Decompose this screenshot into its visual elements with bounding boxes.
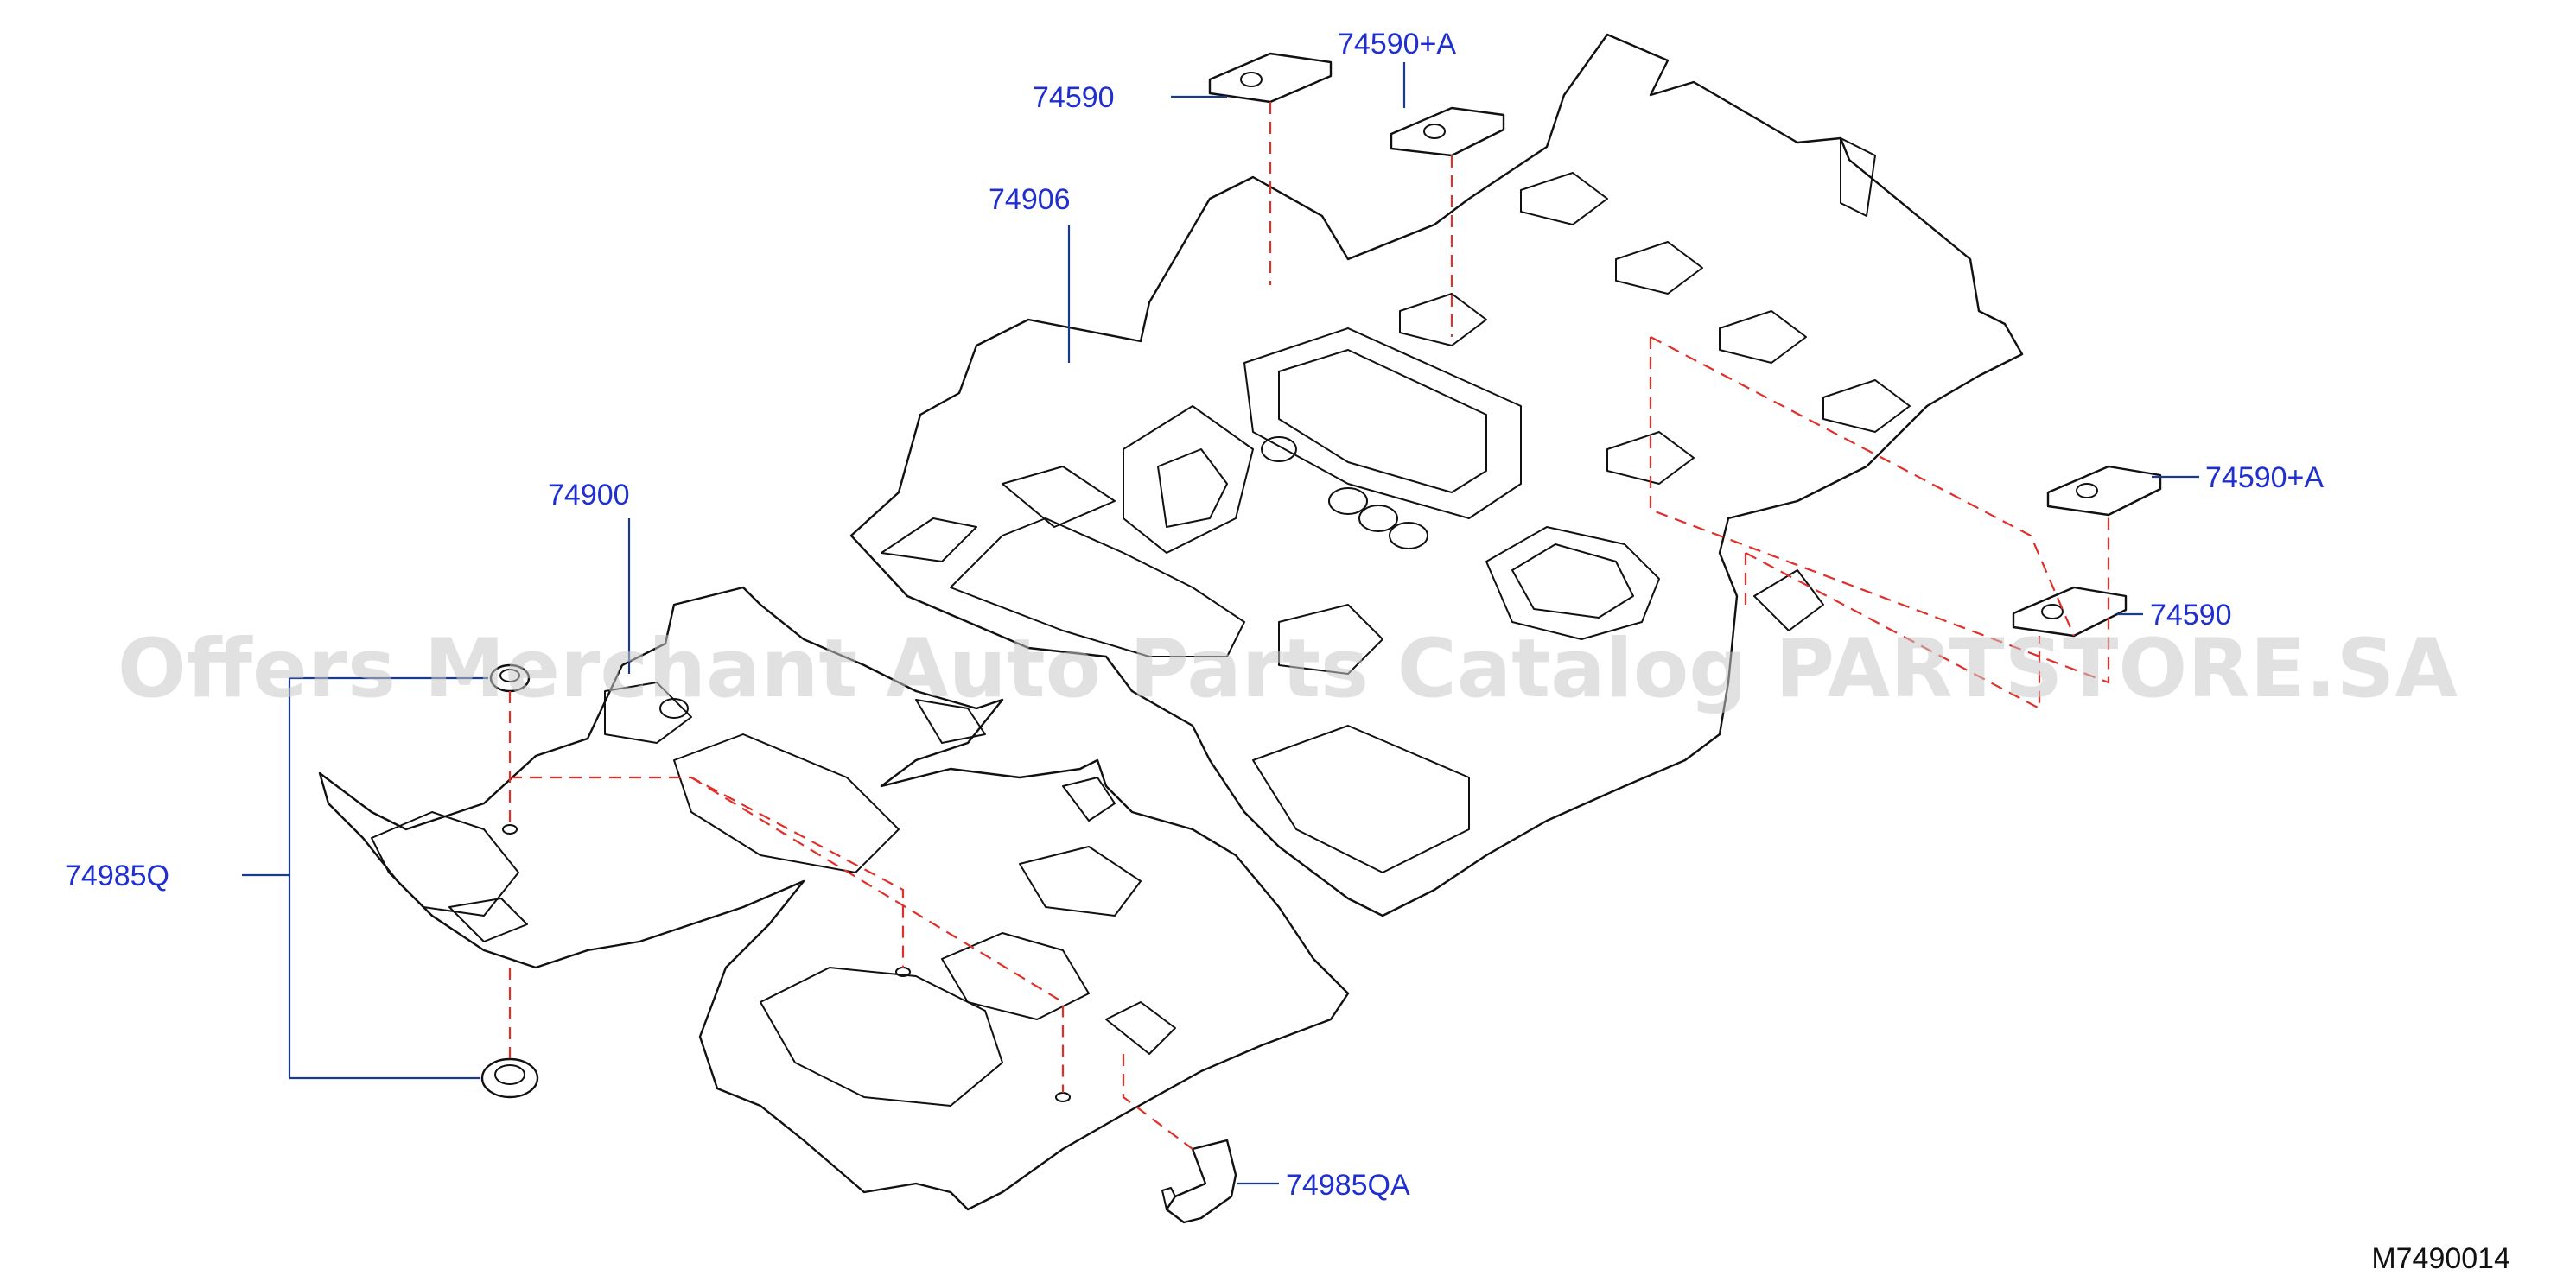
label-74985q[interactable]: 74985Q: [65, 860, 169, 892]
fastener-pad-74590-top[interactable]: [1208, 52, 1333, 104]
leader-lines: [242, 62, 2199, 1185]
label-74590-top[interactable]: 74590: [1033, 81, 1115, 114]
fastener-pad-74590a-top[interactable]: [1390, 106, 1505, 157]
label-74906[interactable]: 74906: [989, 183, 1071, 216]
fastener-pad-74590-right[interactable]: [2012, 586, 2128, 638]
label-74590-right[interactable]: 74590: [2150, 599, 2232, 631]
clip-74985qa[interactable]: [1161, 1139, 1237, 1224]
fastener-pad-74590a-right[interactable]: [2046, 465, 2162, 517]
rear-floor-carpet-74906[interactable]: [849, 33, 2024, 917]
label-74590a-top[interactable]: 74590+A: [1338, 28, 1456, 60]
alignment-dashed-lines: [508, 102, 2110, 1150]
grommet-74985q-upper[interactable]: [489, 663, 531, 693]
watermark: Offers Merchant Auto Parts Catalog PARTS…: [118, 622, 2458, 716]
carpet-hole: [502, 824, 518, 835]
label-74590a-right[interactable]: 74590+A: [2205, 461, 2324, 494]
grommet-74985q-lower[interactable]: [480, 1057, 539, 1099]
front-floor-carpet-74900[interactable]: [318, 586, 1350, 1211]
label-74985qa[interactable]: 74985QA: [1286, 1169, 1410, 1202]
diagram-code: M7490014: [2371, 1242, 2510, 1275]
label-74900[interactable]: 74900: [548, 479, 630, 511]
